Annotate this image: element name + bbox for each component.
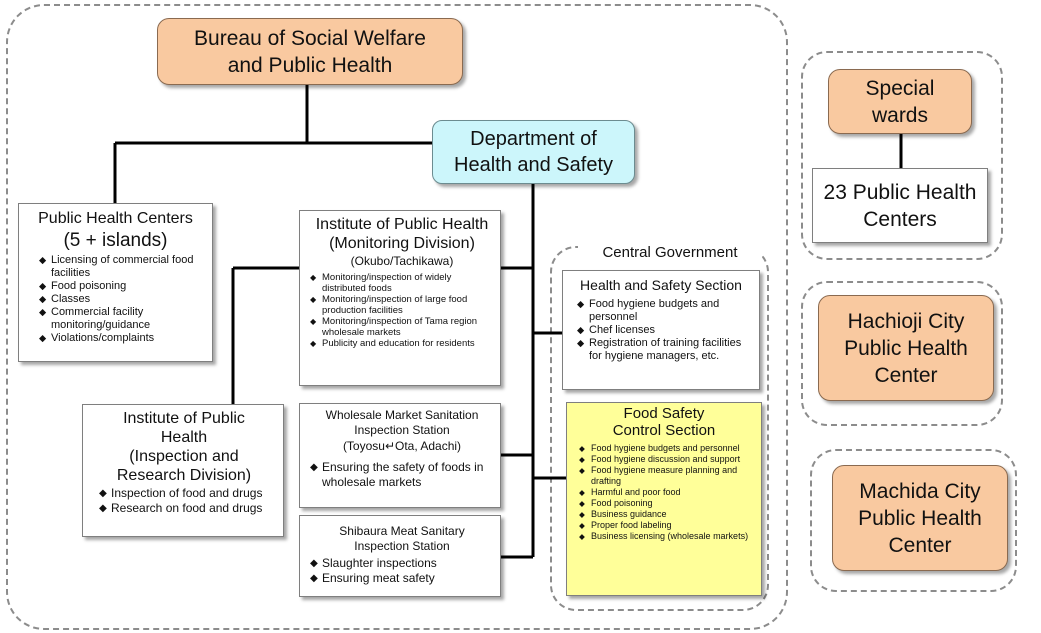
iph-research-line2: Health — [160, 429, 208, 446]
iph-research-box[interactable]: Institute of Public Health (Inspection a… — [82, 404, 284, 537]
fscs-list: Food hygiene budgets and personnel Food … — [579, 443, 757, 542]
list-item: Classes — [39, 293, 206, 306]
hss-title: Health and Safety Section — [580, 277, 742, 293]
department-box[interactable]: Department of Health and Safety — [432, 120, 635, 184]
hss-list: Food hygiene budgets and personnel Chef … — [577, 298, 753, 363]
list-item: Proper food labeling — [579, 520, 757, 531]
iph-research-line4: Research Division) — [116, 467, 252, 484]
list-item: Inspection of food and drugs — [99, 486, 279, 501]
list-item: Monitoring/inspection of Tama region who… — [310, 316, 494, 338]
hachioji-line2: Public Health — [844, 336, 968, 360]
fscs-line2: Control Section — [612, 422, 716, 439]
department-line1: Department of — [470, 128, 597, 150]
list-item: Ensuring the safety of foods in wholesal… — [310, 460, 494, 490]
phc-title: Public Health Centers — [38, 210, 193, 227]
wholesale-line2: Inspection Station — [354, 423, 450, 437]
special-wards-line1: Special — [865, 76, 935, 100]
iph-research-line1: Institute of Public — [123, 410, 245, 427]
department-line2: Health and Safety — [454, 154, 613, 176]
special-wards-group — [801, 51, 1003, 260]
list-item: Business guidance — [579, 509, 757, 520]
bureau-line2: and Public Health — [227, 53, 393, 77]
phc23-line2: Centers — [863, 207, 937, 231]
fscs-line1: Food Safety — [623, 405, 705, 422]
wholesale-market-box[interactable]: Wholesale Market Sanitation Inspection S… — [299, 403, 501, 508]
list-item: Harmful and poor food — [579, 487, 757, 498]
hachioji-line3: Center — [874, 363, 938, 387]
phc-subtitle: (5 + islands) — [63, 230, 168, 251]
list-item: Food hygiene budgets and personnel — [577, 298, 753, 324]
iph-monitoring-line3: (Okubo/Tachikawa) — [350, 254, 454, 268]
iph-monitoring-line2: (Monitoring Division) — [329, 235, 475, 252]
list-item: Chef licenses — [577, 324, 753, 337]
machida-group — [810, 449, 1017, 592]
central-government-label: Central Government — [578, 244, 762, 262]
iph-monitoring-box[interactable]: Institute of Public Health (Monitoring D… — [299, 210, 501, 386]
machida-line1: Machida City — [859, 479, 981, 503]
list-item: Slaughter inspections — [310, 556, 494, 571]
tokyo-metropolitan-group — [6, 4, 788, 630]
shibaura-box[interactable]: Shibaura Meat Sanitary Inspection Statio… — [299, 515, 501, 597]
hachioji-line1: Hachioji City — [847, 309, 965, 333]
list-item: Commercial facility monitoring/guidance — [39, 306, 206, 332]
public-health-centers-box[interactable]: Public Health Centers (5 + islands) Lice… — [18, 203, 213, 362]
list-item: Licensing of commercial food facilities — [39, 254, 206, 280]
special-wards-line2: wards — [871, 103, 928, 127]
wholesale-line3: (Toyosu↵Ota, Adachi) — [342, 439, 462, 453]
machida-line2: Public Health — [858, 506, 982, 530]
list-item: Food hygiene budgets and personnel — [579, 443, 757, 454]
list-item: Food hygiene discussion and support — [579, 454, 757, 465]
list-item: Monitoring/inspection of large food prod… — [310, 294, 494, 316]
shibaura-line2: Inspection Station — [354, 539, 450, 553]
phc23-line1: 23 Public Health — [823, 180, 977, 204]
iph-research-list: Inspection of food and drugs Research on… — [99, 486, 279, 516]
special-wards-box[interactable]: Special wards — [828, 69, 972, 134]
list-item: Business licensing (wholesale markets) — [579, 531, 757, 542]
machida-line3: Center — [888, 533, 952, 557]
list-item: Ensuring meat safety — [310, 571, 494, 586]
bureau-box[interactable]: Bureau of Social Welfare and Public Healt… — [157, 18, 463, 85]
wholesale-line1: Wholesale Market Sanitation — [325, 408, 479, 422]
food-safety-control-box[interactable]: Food Safety Control Section Food hygiene… — [566, 402, 762, 596]
shibaura-line1: Shibaura Meat Sanitary — [339, 524, 465, 538]
shibaura-list: Slaughter inspections Ensuring meat safe… — [310, 556, 494, 586]
health-safety-section-box[interactable]: Health and Safety Section Food hygiene b… — [562, 270, 760, 390]
iph-research-line3: (Inspection and — [129, 448, 239, 465]
list-item: Food hygiene measure planning and drafti… — [579, 465, 757, 487]
wholesale-list: Ensuring the safety of foods in wholesal… — [310, 460, 494, 490]
list-item: Research on food and drugs — [99, 501, 279, 516]
bureau-line1: Bureau of Social Welfare — [194, 26, 426, 50]
list-item: Publicity and education for residents — [310, 338, 494, 349]
list-item: Food poisoning — [579, 498, 757, 509]
iph-monitoring-line1: Institute of Public Health — [315, 216, 489, 233]
iph-monitoring-list: Monitoring/inspection of widely distribu… — [310, 272, 494, 349]
phc-list: Licensing of commercial food facilities … — [39, 254, 206, 345]
hachioji-group — [801, 281, 1003, 426]
list-item: Food poisoning — [39, 280, 206, 293]
list-item: Violations/complaints — [39, 332, 206, 345]
list-item: Monitoring/inspection of widely distribu… — [310, 272, 494, 294]
list-item: Registration of training facilities for … — [577, 337, 753, 363]
